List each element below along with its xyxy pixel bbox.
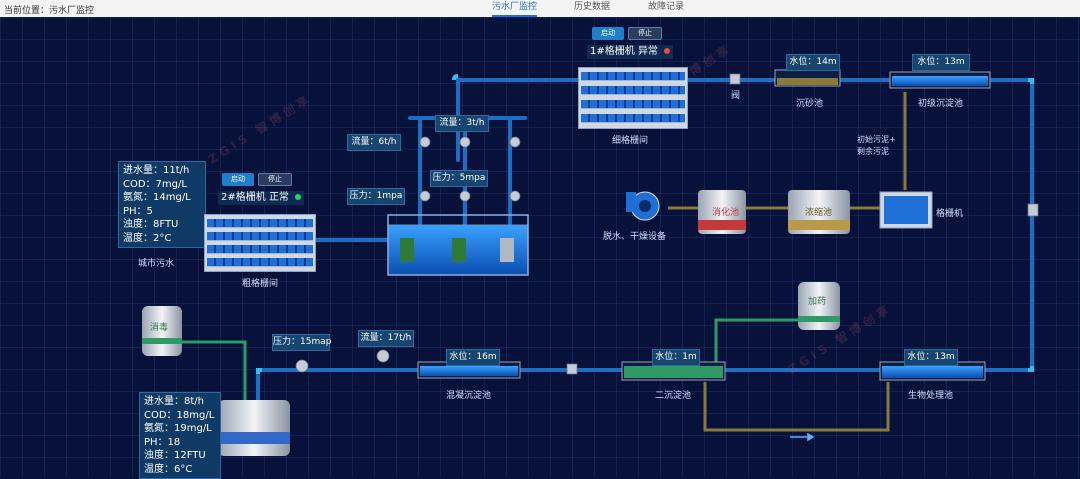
outlet-pressure: 压力：15map <box>272 334 331 351</box>
tab-plant-monitor[interactable]: 污水厂监控 <box>492 0 538 17</box>
inlet-ph: PH：5 <box>123 205 153 217</box>
sludge-note-line: 初始污泥+ <box>857 135 896 144</box>
fine-screen-unit <box>578 67 688 129</box>
bio-tank-label: 生物处理池 <box>908 391 954 401</box>
grit-tank-level: 水位：14m <box>786 54 840 71</box>
screen-machine-label: 格栅机 <box>936 209 964 219</box>
outlet-flow: 流量：17t/h <box>358 330 414 347</box>
pump-flow-2: 流量：3t/h <box>435 115 489 132</box>
disinfect-label: 消毒 <box>150 323 169 333</box>
status-ok-icon <box>295 194 302 200</box>
secondary-tank-label: 二沉淀池 <box>655 391 692 401</box>
primary-tank-label: 初级沉淀池 <box>918 99 964 109</box>
pump-pressure-2: 压力：5mpa <box>430 170 488 187</box>
pump-pressure-1: 压力：1mpa <box>347 188 405 205</box>
tab-history-data[interactable]: 历史数据 <box>574 2 611 12</box>
coarse-screen-start-button[interactable]: 启动 <box>222 173 254 186</box>
sludge-note-line: 剩余污泥 <box>857 147 889 156</box>
thickener-label: 浓缩池 <box>805 208 833 218</box>
coarse-screen-label: 粗格栅间 <box>242 279 279 289</box>
bio-tank-level: 水位：13m <box>904 349 958 366</box>
status-name: 1#格栅机 <box>590 46 635 57</box>
inlet-cod: COD：7mg/L <box>123 178 187 190</box>
fine-screen-status: 1#格栅机 异常 <box>587 45 674 59</box>
inlet-turbidity: 浊度：8FTU <box>123 219 179 230</box>
outlet-quality-panel: 进水量：8t/h COD：18mg/L 氨氮：19mg/L PH：18 浊度：1… <box>139 392 221 479</box>
coag-tank-level: 水位：16m <box>446 349 500 366</box>
outlet-ammonia: 氨氮：19mg/L <box>144 423 212 434</box>
coarse-screen-unit <box>204 214 316 272</box>
fine-screen-label: 细格栅间 <box>612 136 649 146</box>
breadcrumb: 当前位置：污水厂监控 <box>4 6 95 16</box>
primary-tank-level: 水位：13m <box>912 54 970 71</box>
outlet-cod: COD：18mg/L <box>144 409 215 421</box>
fine-screen-stop-button[interactable]: 停止 <box>628 27 662 40</box>
outlet-ph: PH：18 <box>144 436 181 448</box>
coarse-screen-stop-button[interactable]: 停止 <box>258 173 292 186</box>
grit-tank-label: 沉砂池 <box>796 99 824 109</box>
pump-flow-1: 流量：6t/h <box>347 134 401 151</box>
valve-label: 阀 <box>731 91 741 101</box>
coag-tank-label: 混凝沉淀池 <box>446 391 492 401</box>
outlet-temperature: 温度：6°C <box>144 463 193 475</box>
inlet-ammonia: 氨氮：14mg/L <box>123 192 191 203</box>
dosing-label: 加药 <box>808 297 827 307</box>
coarse-screen-status: 2#格栅机 正常 <box>218 191 305 205</box>
inlet-label: 城市污水 <box>138 259 175 269</box>
inlet-temperature: 温度：2°C <box>123 232 172 244</box>
outlet-turbidity: 浊度：12FTU <box>144 450 206 461</box>
dewater-label: 脱水、干燥设备 <box>603 232 667 242</box>
status-text: 正常 <box>268 192 289 203</box>
digester-label: 消化池 <box>712 208 740 218</box>
fine-screen-start-button[interactable]: 启动 <box>592 27 624 40</box>
status-name: 2#格栅机 <box>221 192 266 203</box>
inlet-flow: 进水量：11t/h <box>123 165 190 176</box>
outlet-flow-rate: 进水量：8t/h <box>144 396 204 407</box>
sludge-note: 初始污泥+ 剩余污泥 <box>857 134 896 158</box>
status-error-icon <box>664 48 671 54</box>
secondary-tank-level: 水位：1m <box>652 349 700 366</box>
inlet-quality-panel: 进水量：11t/h COD：7mg/L 氨氮：14mg/L PH：5 浊度：8F… <box>118 161 206 248</box>
tab-fault-records[interactable]: 故障记录 <box>648 2 685 12</box>
status-text: 异常 <box>637 46 658 57</box>
